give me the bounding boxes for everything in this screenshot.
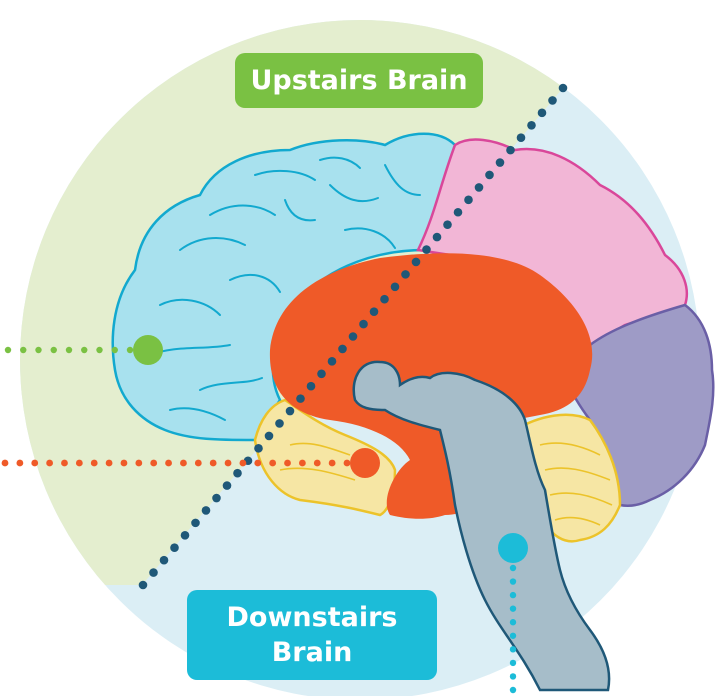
orange-pointer-dot — [105, 459, 113, 467]
cyan-pointer-dot — [509, 591, 517, 599]
cyan-pointer-dot — [509, 619, 517, 626]
green-pointer-dot — [126, 346, 134, 354]
divider-dot — [296, 394, 305, 403]
cerebellum-folds — [279, 442, 613, 526]
divider-dot — [285, 406, 295, 416]
orange-pointer-dot — [61, 459, 68, 467]
divider-dot — [380, 294, 389, 304]
divider-dot — [411, 257, 421, 267]
orange-pointer-dot — [16, 459, 24, 467]
divider-dot — [558, 83, 568, 93]
divider-dot — [369, 307, 379, 316]
divider-dot — [212, 493, 221, 503]
upstairs-downstairs-divider — [138, 83, 568, 590]
divider-dot — [506, 145, 515, 155]
downstairs-brain-label: Downstairs Brain — [187, 590, 437, 680]
orange-pointer-dot — [180, 459, 187, 467]
green-pointer-line — [4, 346, 134, 354]
divider-dot — [191, 518, 200, 528]
divider-dot — [348, 332, 358, 341]
divider-dot — [527, 120, 536, 130]
divider-dot — [317, 369, 326, 379]
divider-dot — [432, 232, 442, 242]
orange-pointer-dot — [1, 459, 9, 467]
upstairs-brain-label: Upstairs Brain — [235, 53, 483, 108]
orange-pointer-dot — [194, 459, 202, 467]
orange-pointer-dot — [269, 459, 277, 467]
divider-dot — [474, 183, 484, 192]
divider-dot — [180, 531, 190, 540]
divider-dot — [338, 344, 347, 354]
orange-pointer-dot — [239, 459, 247, 467]
green-pointer-dot — [4, 346, 12, 354]
green-pointer-marker — [133, 335, 163, 365]
divider-dot — [264, 431, 274, 441]
green-pointer-dot — [96, 346, 103, 354]
orange-pointer-dot — [31, 459, 39, 467]
divider-dot — [254, 444, 263, 453]
cyan-pointer-dot — [509, 564, 517, 572]
cyan-pointer-marker — [498, 533, 528, 563]
green-pointer-dot — [20, 346, 27, 354]
divider-dot — [222, 481, 232, 490]
cyan-pointer-dot — [509, 659, 517, 667]
divider-dot — [464, 195, 473, 205]
divider-dot — [453, 207, 463, 217]
divider-dot — [159, 555, 169, 565]
green-pointer-dot — [50, 346, 57, 354]
cyan-pointer-dot — [509, 632, 517, 639]
divider-dot — [401, 270, 410, 279]
divider-dot — [327, 357, 337, 366]
green-pointer-dot — [35, 346, 42, 354]
green-pointer-dot — [111, 346, 118, 354]
cyan-pointer-dot — [509, 605, 517, 612]
orange-pointer-dot — [328, 459, 336, 467]
orange-pointer-dot — [165, 459, 172, 467]
orange-pointer-dot — [150, 459, 158, 467]
cyan-pointer-dot — [509, 578, 517, 585]
divider-dot — [537, 108, 547, 118]
cyan-pointer-line — [509, 564, 517, 694]
frontal-lobe — [111, 132, 457, 442]
divider-dot — [233, 468, 242, 478]
cyan-pointer-dot — [509, 686, 517, 694]
orange-pointer-dot — [298, 459, 306, 467]
green-pointer-dot — [81, 346, 88, 354]
divider-dot — [201, 506, 211, 515]
divider-dot — [485, 170, 494, 180]
divider-dot — [359, 319, 368, 329]
green-pointer-dot — [65, 346, 73, 354]
orange-pointer-dot — [254, 459, 262, 467]
temporal-lobe — [253, 398, 397, 517]
divider-dot — [422, 245, 431, 254]
orange-pointer-dot — [90, 459, 98, 467]
cyan-pointer-dot — [509, 673, 517, 680]
divider-dot — [138, 580, 148, 590]
frontal-lobe-sulci — [149, 156, 421, 421]
cyan-pointer-dot — [509, 646, 517, 653]
orange-pointer-dot — [313, 459, 321, 467]
divider-dot — [275, 419, 284, 428]
orange-pointer-dot — [343, 459, 351, 467]
divider-dot — [548, 96, 557, 105]
orange-pointer-dot — [284, 459, 291, 467]
orange-pointer-dot — [75, 459, 83, 467]
divider-dot — [495, 158, 505, 167]
orange-pointer-dot — [135, 459, 143, 467]
divider-dot — [390, 282, 400, 292]
orange-pointer-line — [1, 459, 351, 467]
orange-pointer-dot — [209, 459, 217, 467]
divider-dot — [170, 543, 179, 553]
brainstem — [352, 360, 611, 692]
orange-pointer-marker — [350, 448, 380, 478]
orange-pointer-dot — [46, 459, 54, 467]
orange-pointer-dot — [224, 459, 232, 467]
divider-dot — [149, 568, 158, 577]
divider-dot — [443, 220, 452, 229]
divider-dot — [306, 381, 316, 391]
orange-pointer-dot — [120, 459, 128, 467]
divider-dot — [516, 133, 526, 142]
